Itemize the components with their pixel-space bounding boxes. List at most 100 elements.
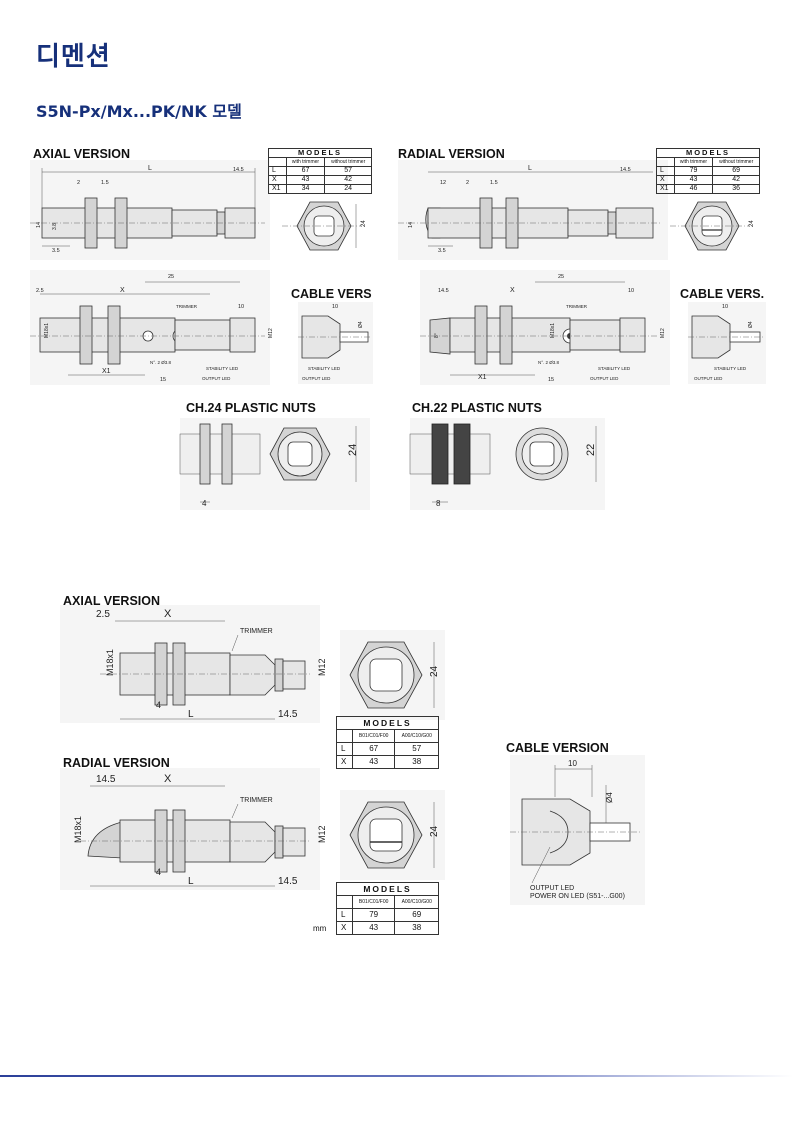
dim-3-8: 3.8 (52, 223, 58, 230)
r-dim-8deg: 8° (434, 333, 440, 338)
ch22-size: 22 (585, 444, 597, 456)
dim-L: L (148, 165, 152, 172)
b-dim-L: L (188, 709, 194, 720)
dim-2-5: 2.5 (36, 288, 44, 294)
dim-1-5: 1.5 (101, 180, 109, 186)
bottom-cable-drawing: 10 Ø4 OUTPUT LED POWER ON LED (S51-...G0… (510, 755, 645, 905)
dim-14-5: 14.5 (233, 167, 244, 173)
b-dim-M12: M12 (317, 658, 327, 676)
b-r-dim-X: X (164, 773, 172, 785)
r-dim-X: X (510, 287, 515, 294)
bottom-axial-heading: AXIAL VERSION (63, 594, 161, 608)
dim-10: 10 (238, 304, 244, 310)
axial-side-drawing: L 14.5 2 1.5 14 3.8 3.5 (30, 160, 270, 260)
r-dim-3-5: 3.5 (438, 248, 446, 254)
r-cable-dim-10: 10 (722, 304, 728, 310)
cable-note-power-led: POWER ON LED (S51-...G00) (530, 893, 625, 900)
ch22-nuts-drawing: 8 22 (409, 418, 605, 510)
r-n2-note: N°. 2 Ø3.8 (538, 360, 560, 365)
dim-14: 14 (36, 222, 42, 228)
radial-top-drawing: 25 14.5 X 10 TRIMMER 8° M18x1 M12 N°. 2 … (420, 270, 670, 385)
ch22-width: 8 (436, 499, 441, 508)
r-dim-M18x1: M18x1 (550, 323, 556, 338)
b-dim-2-5: 2.5 (96, 609, 110, 620)
bottom-radial-front: 24 (340, 790, 445, 880)
r-dim-15: 15 (548, 377, 554, 383)
bottom-axial-drawing: 2.5 X TRIMMER M18x1 M12 4 L 14.5 (60, 605, 327, 723)
b-dim-14-5: 14.5 (278, 709, 298, 720)
output-led-note: OUTPUT LED (202, 376, 231, 381)
unit-mm: mm (313, 924, 327, 933)
r-dim-L: L (528, 165, 532, 172)
b-r-dim-14-5: 14.5 (96, 774, 116, 785)
b-trimmer: TRIMMER (240, 628, 273, 635)
r-dim-25: 25 (558, 274, 564, 280)
axial-version-heading: AXIAL VERSION (33, 147, 131, 161)
ch24-nuts-heading: CH.24 PLASTIC NUTS (186, 401, 316, 415)
dim-3-5: 3.5 (52, 248, 60, 254)
b-r-trimmer: TRIMMER (240, 797, 273, 804)
radial-side-drawing: L 14.5 12 2 1.5 14 3.5 (398, 160, 668, 260)
b-r-dim-M12: M12 (317, 825, 327, 843)
r-dim-10: 10 (628, 288, 634, 294)
cable-stability-led: STABILITY LED (308, 366, 341, 371)
r-dim-14: 14 (408, 222, 414, 228)
stability-led-note: STABILITY LED (206, 366, 239, 371)
ch24-nuts-drawing: 4 24 (179, 418, 370, 510)
r-cable-output-led: OUTPUT LED (694, 376, 723, 381)
axial-front-view: 24 (282, 201, 367, 251)
ch24-size: 24 (347, 444, 359, 456)
r-trimmer-note: TRIMMER (566, 304, 588, 309)
r-dim-24: 24 (749, 220, 755, 227)
cable-note-output-led: OUTPUT LED (530, 885, 574, 892)
dim-X: X (120, 287, 125, 294)
bottom-radial-drawing: 14.5 X TRIMMER M18x1 M12 4 L 14.5 (60, 768, 327, 890)
b-cable-dim-phi4: Ø4 (605, 792, 614, 803)
cable-dim-d4: Ø4 (358, 321, 364, 328)
b-dim-M18x1: M18x1 (105, 649, 115, 676)
dim-24: 24 (361, 220, 367, 227)
b-cable-dim-10: 10 (568, 759, 577, 768)
b-r-dim-L: L (188, 876, 194, 887)
axial-cable-drawing: 10 Ø4 STABILITY LED OUTPUT LED (298, 302, 373, 384)
b-r-front-dim-24: 24 (429, 825, 440, 837)
bottom-cable-heading: CABLE VERSION (506, 741, 609, 755)
r-dim-1-5: 1.5 (490, 180, 498, 186)
dim-2: 2 (77, 180, 80, 186)
radial-front-view: 24 (670, 201, 755, 251)
dim-25: 25 (168, 274, 174, 280)
b-dim-4: 4 (156, 700, 161, 710)
footer-divider (0, 1075, 793, 1077)
dim-15: 15 (160, 377, 166, 383)
dim-X1: X1 (102, 368, 111, 375)
r-dim-12: 12 (440, 180, 446, 186)
r-dim-14-5: 14.5 (620, 167, 631, 173)
r-dim-2: 2 (466, 180, 469, 186)
trimmer-note: TRIMMER (176, 304, 198, 309)
r-cable-dim-d4: Ø4 (748, 321, 754, 328)
ch24-width: 4 (202, 499, 207, 508)
b-dim-X: X (164, 608, 172, 620)
radial-cable-drawing: 10 Ø4 STABILITY LED OUTPUT LED (688, 302, 766, 384)
b-front-dim-24: 24 (429, 665, 440, 677)
radial-version-heading: RADIAL VERSION (398, 147, 505, 161)
axial-top-drawing: 25 2.5 X TRIMMER 10 M18x1 M12 N°. 2 Ø3.8… (30, 270, 274, 385)
page-title: 디멘션 (36, 42, 111, 72)
page-subtitle: S5N-Px/Mx...PK/NK 모델 (36, 102, 242, 121)
cable-vers-heading-left: CABLE VERS (291, 287, 372, 301)
bottom-axial-front: 24 (340, 630, 445, 720)
cable-dim-10: 10 (332, 304, 338, 310)
